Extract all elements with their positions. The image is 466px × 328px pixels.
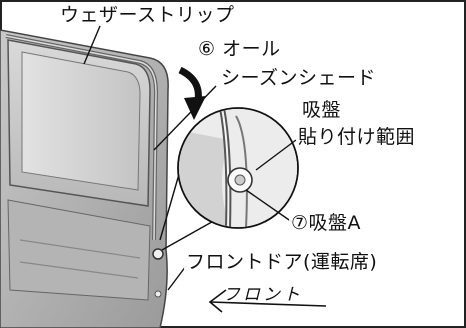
front-direction-arrow <box>208 289 327 313</box>
suction-area-label-line2: 貼り付け範囲 <box>296 126 418 148</box>
front-door-label: フロントドア(運転席) <box>184 251 380 273</box>
shade-leader <box>153 85 217 151</box>
suction-cup-label: ⑦吸盤A <box>289 212 364 234</box>
front-door-leader <box>167 265 187 291</box>
weatherstrip-leader <box>83 25 101 65</box>
shade-label-line2: シーズンシェード <box>219 67 379 89</box>
suction-area-label-line1: 吸盤 <box>300 99 344 121</box>
shade-panel <box>21 51 141 191</box>
front-direction-label: フロント <box>223 285 303 305</box>
suction-cup-leader <box>245 189 293 223</box>
suction-cup-marker <box>152 248 164 260</box>
suction-area-leader <box>255 139 297 171</box>
shade-label-line1: ⑥ オール <box>196 38 283 60</box>
detail-circle <box>177 107 299 229</box>
weatherstrip-label: ウェザーストリップ <box>58 4 237 26</box>
